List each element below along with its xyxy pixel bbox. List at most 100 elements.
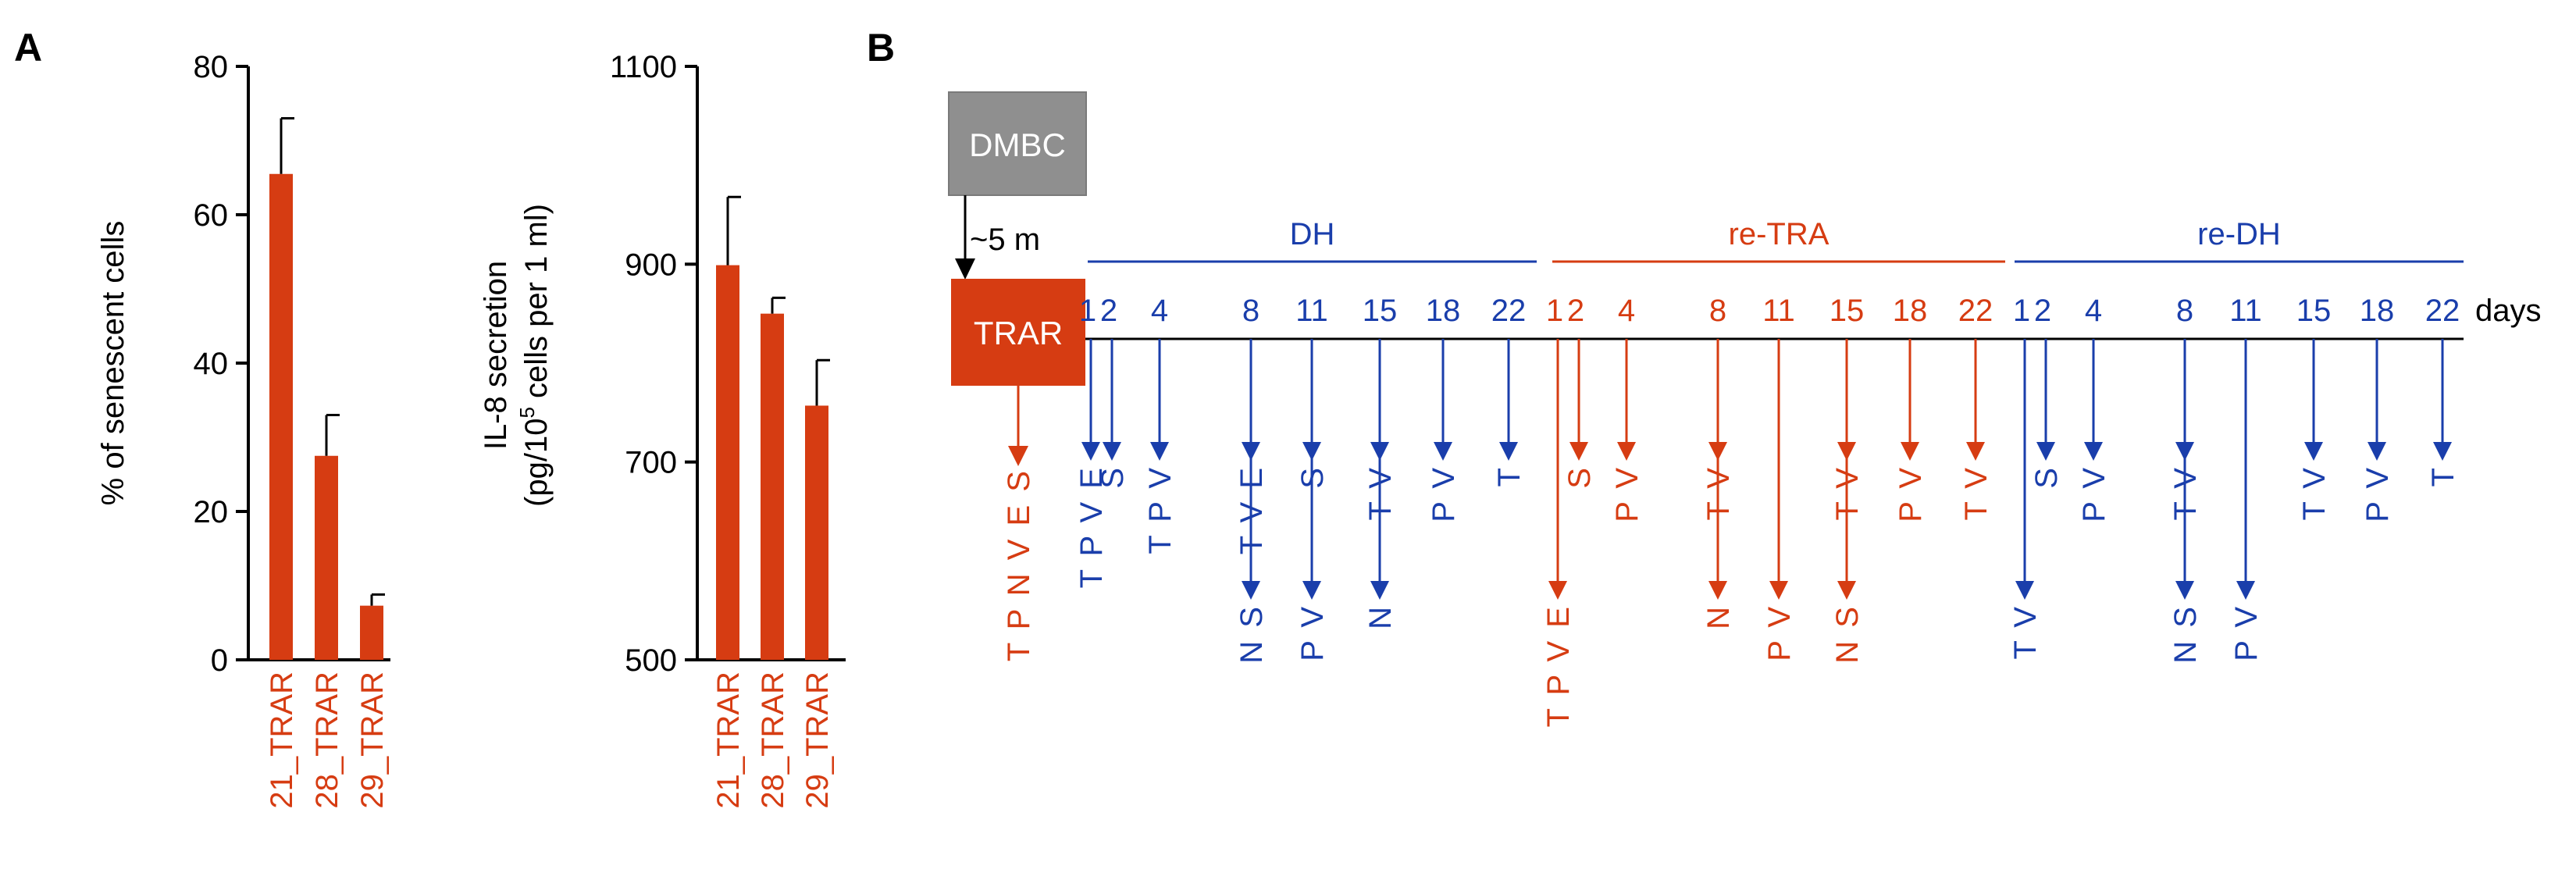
sample-label: T V bbox=[2008, 604, 2043, 660]
sample-label: T V bbox=[1959, 465, 1993, 521]
sample-arrowhead bbox=[2084, 442, 2103, 461]
senescent-cells-chart: 0 20 40 60 80 21_TRAR 28_TRAR 29_TRAR % of sen… bbox=[96, 50, 390, 809]
y-tick-label: 500 bbox=[625, 643, 677, 678]
sample-arrowhead bbox=[2368, 442, 2386, 461]
day-label: 4 bbox=[1618, 294, 1635, 328]
sample-arrowhead bbox=[1548, 581, 1567, 600]
sample-label: T V bbox=[2297, 465, 2332, 521]
sample-label: T bbox=[1492, 465, 1527, 486]
sample-arrowhead bbox=[2175, 581, 2194, 600]
bar bbox=[716, 265, 739, 660]
sample-label: S bbox=[1562, 465, 1597, 489]
sample-label: S bbox=[2029, 465, 2064, 489]
sample-arrowhead bbox=[1708, 581, 1727, 600]
sample-arrowhead bbox=[2236, 581, 2255, 600]
sample-label: N S bbox=[1235, 604, 1269, 664]
y-axis-label-line2: (pg/105 cells per 1 ml) bbox=[515, 204, 554, 507]
day-label: 15 bbox=[2296, 294, 2332, 328]
sample-label: S bbox=[1096, 465, 1130, 489]
sample-label: T P V E bbox=[1074, 465, 1109, 588]
dmbc-label: DMBC bbox=[969, 126, 1066, 163]
day-label: 11 bbox=[2229, 294, 2262, 328]
day-label: 8 bbox=[1709, 294, 1726, 328]
day-label: 22 bbox=[2425, 294, 2460, 328]
sample-arrowhead bbox=[1901, 442, 1919, 461]
day-label: 2 bbox=[1100, 294, 1117, 328]
sample-label: T bbox=[2426, 465, 2460, 486]
trar-box bbox=[951, 279, 1085, 386]
sample-label: P V bbox=[2229, 604, 2264, 661]
interval-label: ~5 m bbox=[970, 223, 1040, 257]
category-label: 21_TRAR bbox=[711, 672, 746, 809]
day-label: 8 bbox=[1242, 294, 1259, 328]
sample-label: P V bbox=[1894, 465, 1928, 522]
day-label: 22 bbox=[1958, 294, 1993, 328]
sample-label: N bbox=[1363, 604, 1398, 629]
day-label: 1 bbox=[2013, 294, 2030, 328]
bar bbox=[360, 605, 383, 660]
day-label: 15 bbox=[1830, 294, 1865, 328]
sample-arrowhead bbox=[1617, 442, 1636, 461]
sample-label: P V bbox=[1762, 604, 1797, 661]
phase-label: re-TRA bbox=[1729, 217, 1830, 251]
y-tick-label: 1100 bbox=[610, 50, 677, 84]
day-label: 8 bbox=[2176, 294, 2193, 328]
sample-arrowhead bbox=[1837, 581, 1856, 600]
day-label: 11 bbox=[1295, 294, 1328, 328]
day-label: 22 bbox=[1491, 294, 1527, 328]
day-label: 11 bbox=[1762, 294, 1795, 328]
sample-label: P V bbox=[2077, 465, 2111, 522]
category-label: 21_TRAR bbox=[265, 672, 299, 809]
y-tick-label: 60 bbox=[194, 198, 229, 233]
y-tick-label: 40 bbox=[194, 347, 229, 381]
sample-label: P V bbox=[2360, 465, 2395, 522]
panel-label-b: B bbox=[867, 26, 895, 69]
sample-label: N S bbox=[1830, 604, 1865, 664]
panel-label-a: A bbox=[14, 26, 42, 69]
y-tick-label: 900 bbox=[625, 248, 677, 282]
sample-arrowhead bbox=[1769, 581, 1788, 600]
day-label: 4 bbox=[1151, 294, 1168, 328]
y-axis-label-line1: IL-8 secretion bbox=[479, 261, 513, 450]
day-label: 18 bbox=[1426, 294, 1461, 328]
sample-arrowhead bbox=[1081, 442, 1100, 461]
sample-label: N S bbox=[2168, 604, 2203, 664]
day-label: 18 bbox=[1893, 294, 1928, 328]
days-label: days bbox=[2475, 294, 2542, 328]
phase-label: DH bbox=[1290, 217, 1335, 251]
dmbc-box bbox=[948, 91, 1087, 196]
sample-arrowhead bbox=[1434, 442, 1452, 461]
sample-arrowhead bbox=[2433, 442, 2452, 461]
sample-arrowhead bbox=[1499, 442, 1518, 461]
y-tick-label: 20 bbox=[194, 495, 229, 529]
y-tick-label: 80 bbox=[194, 50, 229, 84]
day-label: 1 bbox=[1079, 294, 1096, 328]
sample-arrowhead bbox=[1569, 442, 1588, 461]
category-label: 29_TRAR bbox=[800, 672, 835, 809]
y-tick-label: 700 bbox=[625, 446, 677, 480]
dmbc-to-trar-arrowhead bbox=[955, 258, 975, 280]
sample-arrowhead bbox=[2036, 442, 2055, 461]
y-axis-label: % of senescent cells bbox=[96, 221, 130, 506]
phase-label: re-DH bbox=[2197, 217, 2281, 251]
sample-label: T P V E bbox=[1541, 604, 1576, 727]
trar-sample-arrowhead bbox=[1008, 446, 1028, 466]
day-label: 1 bbox=[1546, 294, 1563, 328]
y-tick-label: 0 bbox=[211, 643, 228, 678]
category-label: 28_TRAR bbox=[310, 672, 344, 809]
bar bbox=[269, 173, 293, 660]
sample-arrowhead bbox=[1103, 442, 1121, 461]
bar bbox=[315, 455, 338, 660]
sample-arrowhead bbox=[1302, 581, 1321, 600]
sample-arrowhead bbox=[1966, 442, 1985, 461]
trar-label: TRAR bbox=[974, 315, 1063, 351]
trar-samples: T P N V E S bbox=[1002, 469, 1036, 661]
day-label: 15 bbox=[1363, 294, 1398, 328]
sample-arrowhead bbox=[2015, 581, 2034, 600]
day-label: 2 bbox=[2034, 294, 2051, 328]
bar bbox=[761, 313, 784, 660]
category-label: 29_TRAR bbox=[355, 672, 390, 809]
